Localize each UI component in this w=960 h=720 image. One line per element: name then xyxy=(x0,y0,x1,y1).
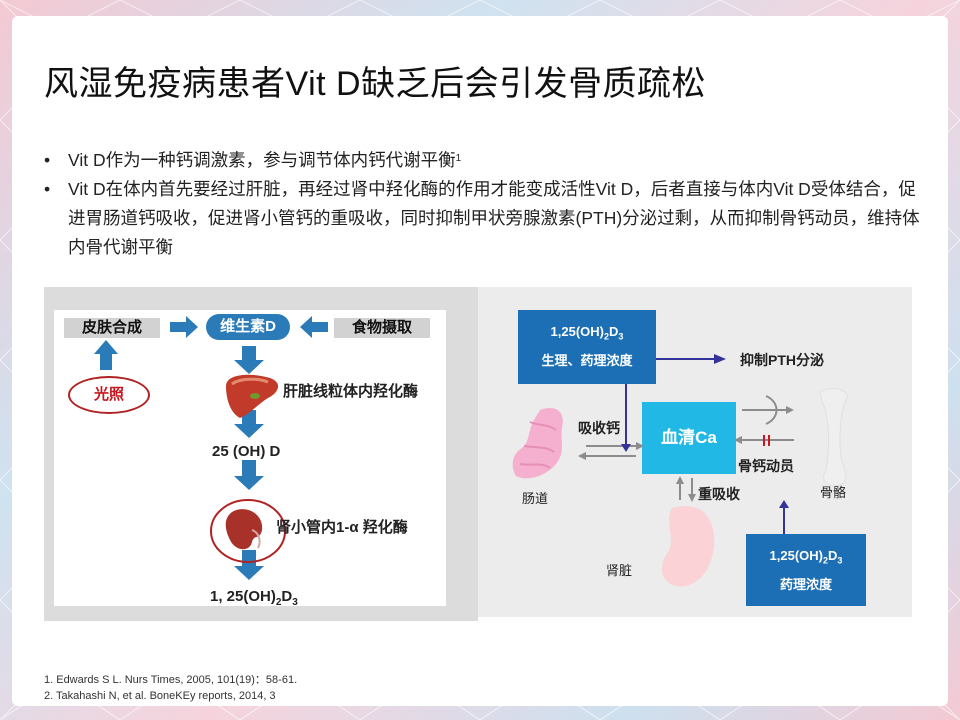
box2-concentration: 药理浓度 xyxy=(779,576,832,592)
box2-formula: 1,25(OH)2D3 xyxy=(769,548,843,566)
arrow-up-icon xyxy=(94,340,118,370)
box1-formula: 1,25(OH)2D3 xyxy=(550,324,624,342)
calcitriol-pharma-box: 1,25(OH)2D3 药理浓度 xyxy=(746,534,866,606)
references: 1. Edwards S L. Nurs Times, 2005, 101(19… xyxy=(44,672,297,704)
bullet-marker: • xyxy=(44,150,51,170)
bullet-text: Vit D作为一种钙调激素，参与调节体内钙代谢平衡 xyxy=(68,150,456,170)
arrow-down-icon xyxy=(234,410,264,438)
box1-concentration: 生理、药理浓度 xyxy=(541,352,633,368)
bullet-item: • Vit D在体内首先要经过肝脏，再经过肾中羟化酶的作用才能变成活性Vit D… xyxy=(42,175,922,262)
arrow-down-icon xyxy=(234,346,264,374)
bullet-marker: • xyxy=(44,179,51,199)
arrow-left-icon xyxy=(300,316,328,338)
arrow-down-icon xyxy=(234,550,264,580)
citation-sup: 1 xyxy=(455,153,462,164)
food-intake-label: 食物摄取 xyxy=(334,318,430,338)
kidney-highlight xyxy=(210,499,286,563)
liver-enzyme-label: 肝脏线粒体内羟化酶 xyxy=(283,383,419,400)
vitamin-d-node: 维生素D xyxy=(206,314,290,340)
light-node: 光照 xyxy=(68,376,150,414)
reference-item: 2. Takahashi N, et al. BoneKEy reports, … xyxy=(44,690,276,702)
bone-label: 骨骼 xyxy=(820,485,847,500)
oh-d-label: 25 (OH) D xyxy=(212,443,281,460)
kidney-icon xyxy=(225,509,263,550)
reference-item: 1. Edwards S L. Nurs Times, 2005, 101(19… xyxy=(44,674,298,686)
calcitriol-label: 1, 25(OH)2D3 xyxy=(210,588,298,608)
inhibit-pth-label: 抑制PTH分泌 xyxy=(740,352,824,368)
bullet-list: • Vit D作为一种钙调激素，参与调节体内钙代谢平衡1 • Vit D在体内首… xyxy=(42,146,922,262)
absorb-calcium-label: 吸收钙 xyxy=(578,420,620,436)
bone-mobilization-label: 骨钙动员 xyxy=(738,458,794,474)
calcitriol-physio-box: 1,25(OH)2D3 生理、药理浓度 xyxy=(518,310,656,384)
kidney-enzyme-label: 肾小管内1-α 羟化酶 xyxy=(276,519,408,536)
skin-synthesis-label: 皮肤合成 xyxy=(64,318,160,338)
slide-title: 风湿免疫病患者Vit D缺乏后会引发骨质疏松 xyxy=(44,65,707,103)
bone-icon xyxy=(819,388,849,487)
liver-icon xyxy=(226,374,279,418)
intestine-label: 肠道 xyxy=(522,491,549,506)
arrow-down-icon xyxy=(234,460,264,490)
arrow-right-icon xyxy=(170,316,198,338)
reabsorption-label: 重吸收 xyxy=(698,486,740,502)
serum-calcium-box: 血清Ca xyxy=(642,402,736,474)
kidney-label: 肾脏 xyxy=(606,563,633,578)
intestine-icon xyxy=(512,408,563,479)
kidney-icon xyxy=(661,505,715,587)
bullet-item: • Vit D作为一种钙调激素，参与调节体内钙代谢平衡1 xyxy=(42,146,922,175)
bullet-text: Vit D在体内首先要经过肝脏，再经过肾中羟化酶的作用才能变成活性Vit D，后… xyxy=(68,179,920,257)
